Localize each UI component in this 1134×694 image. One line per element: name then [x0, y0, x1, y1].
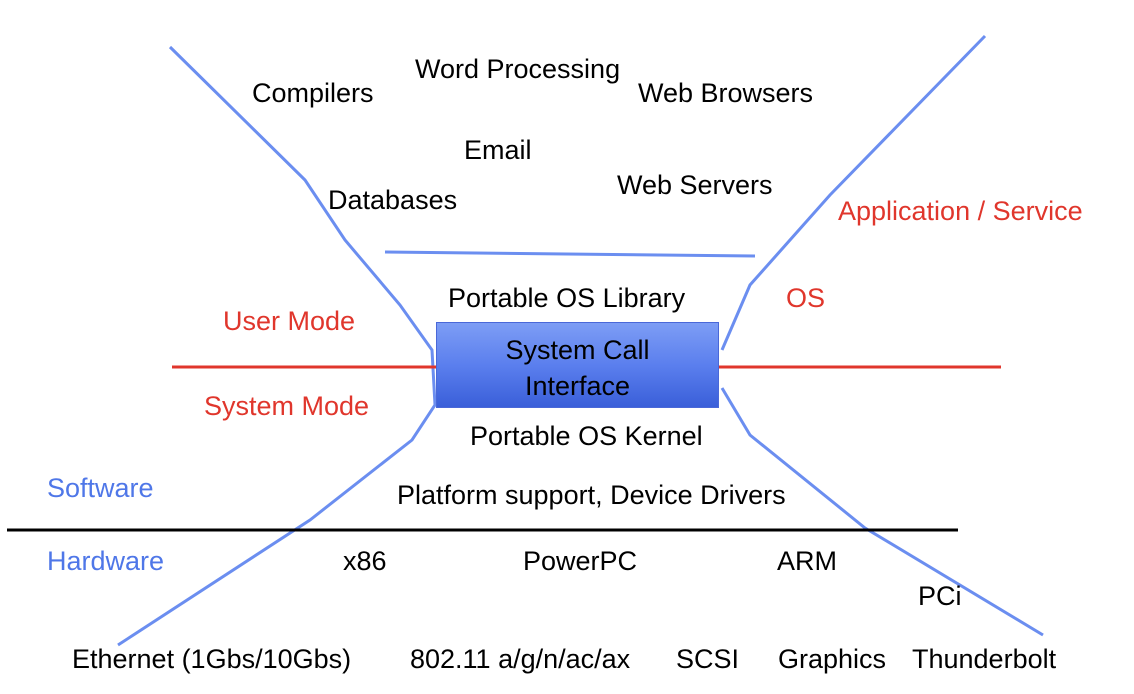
- hardware-label: Hardware: [47, 546, 165, 576]
- ethernet-label: Ethernet (1Gbs/10Gbs): [72, 644, 352, 674]
- compilers-label: Compilers: [252, 78, 374, 108]
- graphics-label: Graphics: [778, 644, 887, 674]
- arm-label: ARM: [777, 546, 837, 576]
- user-mode-label: User Mode: [223, 306, 356, 336]
- email-label: Email: [464, 135, 532, 165]
- databases-label: Databases: [328, 185, 458, 215]
- web-browsers-label: Web Browsers: [638, 78, 814, 108]
- os-label: OS: [786, 283, 826, 313]
- system-call-interface-box: [436, 322, 719, 408]
- application-service-label: Application / Service: [838, 196, 1083, 226]
- portable-os-kernel-label: Portable OS Kernel: [470, 421, 703, 451]
- hourglass-right-upper-line: [720, 34, 987, 351]
- system-mode-label: System Mode: [204, 391, 370, 421]
- x86-label: x86: [343, 546, 387, 576]
- interface-label: Interface: [524, 371, 631, 401]
- thunderbolt-label: Thunderbolt: [912, 644, 1057, 674]
- platform-support-label: Platform support, Device Drivers: [397, 480, 786, 510]
- portable-os-library-label: Portable OS Library: [448, 283, 686, 313]
- wifi-label: 802.11 a/g/n/ac/ax: [410, 644, 631, 674]
- hourglass-left-upper-line: [117, 45, 437, 647]
- pci-label: PCi: [918, 581, 962, 611]
- app-os-boundary-line: [384, 250, 756, 258]
- powerpc-label: PowerPC: [523, 546, 638, 576]
- scsi-label: SCSI: [676, 644, 740, 674]
- software-label: Software: [47, 473, 154, 503]
- system-call-label: System Call: [505, 335, 650, 365]
- hourglass-right-lower-line: [720, 387, 1044, 637]
- web-servers-label: Web Servers: [617, 170, 773, 200]
- word-processing-label: Word Processing: [415, 54, 621, 84]
